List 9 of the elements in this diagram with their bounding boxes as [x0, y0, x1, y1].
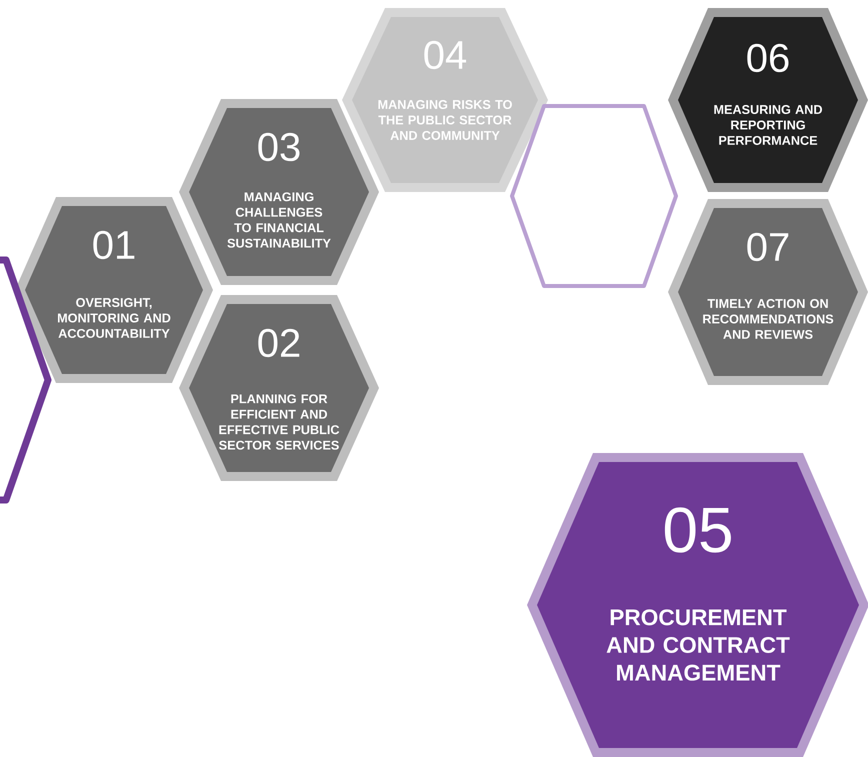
hexagon-tile: 06 MEASURING AND REPORTING PERFORMANCE	[668, 8, 868, 192]
hexagon-tile: 01 OVERSIGHT, MONITORING AND ACCOUNTABILITY	[15, 197, 213, 383]
hexagon-tile: 03 MANAGING CHALLENGES TO FINANCIAL SUSTAINABILITY	[179, 99, 379, 285]
hexagon-tile: 05 PROCUREMENT AND CONTRACT MANAGEMENT	[527, 453, 868, 757]
hexagon-outline	[0, 256, 52, 504]
hexagon-tile: 02 PLANNING FOR EFFICIENT AND EFFECTIVE PUBLIC SECTOR SERVICES	[179, 295, 379, 481]
hexagon-tile: 07 TIMELY ACTION ON RECOMMENDATIONS AND REVIEWS	[668, 199, 868, 385]
hexagon-tile: 04 MANAGING RISKS TO THE PUBLIC SECTOR AND COMMUNITY	[342, 8, 548, 192]
hexagon-outline	[510, 104, 678, 288]
